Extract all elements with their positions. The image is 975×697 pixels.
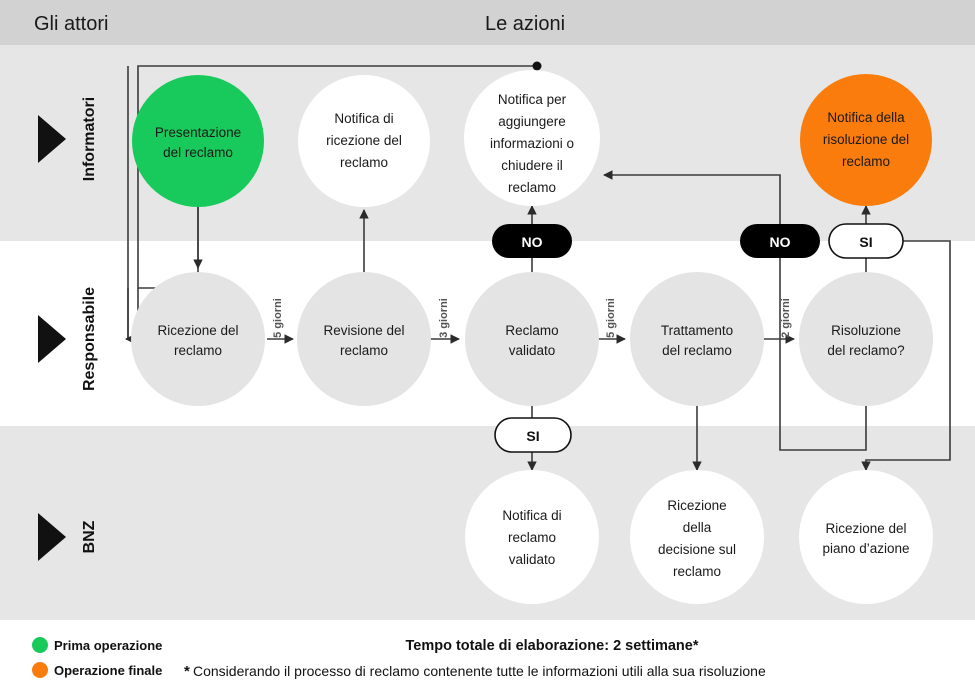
node-label: Ricezione del [157,323,238,338]
node-label: Notifica di [502,508,561,523]
footer-total-time: Tempo totale di elaborazione: 2 settiman… [405,638,698,654]
node-label: reclamo [174,343,222,358]
node-revisione-del-reclamo[interactable]: Revisione del reclamo [297,272,431,406]
node-label: reclamo [842,154,890,169]
node-notifica-ricezione-reclamo[interactable]: Notifica di ricezione del reclamo [298,75,430,207]
node-notifica-aggiungere-informazioni[interactable]: Notifica per aggiungere informazioni o c… [464,70,600,206]
node-ricezione-piano-azione[interactable]: Ricezione del piano d’azione [799,470,933,604]
duration-label-4: 2 giorni [780,298,792,338]
lane-label-bnz: BNZ [81,520,98,553]
node-label: piano d’azione [822,541,909,556]
node-label: reclamo [508,180,556,195]
node-label: decisione sul [658,542,736,557]
node-ricezione-decisione-reclamo[interactable]: Ricezione della decisione sul reclamo [630,470,764,604]
header-right-title: Le azioni [485,13,565,35]
badge-si-risoluzione[interactable]: SI [828,223,904,259]
node-label: ricezione del [326,133,402,148]
footer-asterisk: * [184,663,190,680]
node-label: risoluzione del [823,132,909,147]
lane-label-informatori: Informatori [81,97,98,181]
node-label: Revisione del [323,323,404,338]
badge-si-reclamo-validato[interactable]: SI [494,417,572,453]
node-risoluzione-del-reclamo[interactable]: Risoluzione del reclamo? [799,272,933,406]
header-left-title: Gli attori [34,13,108,35]
badge-label: SI [526,428,539,444]
triangle-right-icon [38,315,66,363]
node-label: Ricezione del [825,521,906,536]
node-label: Presentazione [155,125,241,140]
node-label: Notifica di [334,111,393,126]
node-notifica-reclamo-validato[interactable]: Notifica di reclamo validato [465,470,599,604]
node-reclamo-validato[interactable]: Reclamo validato [465,272,599,406]
node-label: della [683,520,712,535]
connector-n9-no-path [779,258,867,451]
node-label: del reclamo [662,343,732,358]
node-label: aggiungere [498,114,566,129]
node-label: Trattamento [661,323,733,338]
node-label: informazioni o [490,136,574,151]
legend-label-prima-operazione: Prima operazione [54,638,162,653]
legend-dot-operazione-finale [32,662,48,678]
badge-no-reclamo-validato[interactable]: NO [492,224,572,258]
node-trattamento-del-reclamo[interactable]: Trattamento del reclamo [630,272,764,406]
node-label: reclamo [340,343,388,358]
duration-label-1: 5 giorni [272,298,284,338]
footer-band [0,620,975,697]
node-label: del reclamo [163,145,233,160]
node-presentazione-del-reclamo[interactable]: Presentazione del reclamo [132,75,264,207]
node-label: Risoluzione [831,323,901,338]
legend-dot-prima-operazione [32,637,48,653]
node-notifica-risoluzione-reclamo[interactable]: Notifica della risoluzione del reclamo [800,74,932,206]
legend-label-operazione-finale: Operazione finale [54,663,162,678]
node-label: del reclamo? [827,343,904,358]
duration-label-3: 5 giorni [605,298,617,338]
badge-label: SI [859,234,872,250]
node-label: Notifica della [827,110,905,125]
connector-no-to-n3 [603,170,781,224]
triangle-right-icon [38,115,66,163]
triangle-right-icon [38,513,66,561]
node-label: validato [509,552,556,567]
footer-note: Considerando il processo di reclamo cont… [193,663,766,679]
node-label: reclamo [508,530,556,545]
badge-no-risoluzione[interactable]: NO [740,224,820,258]
badge-label: NO [770,234,791,250]
node-ricezione-del-reclamo[interactable]: Ricezione del reclamo [131,272,265,406]
node-label: Ricezione [667,498,726,513]
connector-si-n12 [861,240,951,471]
header-band [0,0,975,45]
badge-label: NO [522,234,543,250]
node-label: reclamo [673,564,721,579]
duration-label-2: 3 giorni [438,298,450,338]
lane-label-responsabile: Responsabile [81,287,98,391]
node-label: reclamo [340,155,388,170]
node-label: Reclamo [505,323,558,338]
node-label: validato [509,343,556,358]
node-label: Notifica per [498,92,567,107]
node-label: chiudere il [501,158,563,173]
